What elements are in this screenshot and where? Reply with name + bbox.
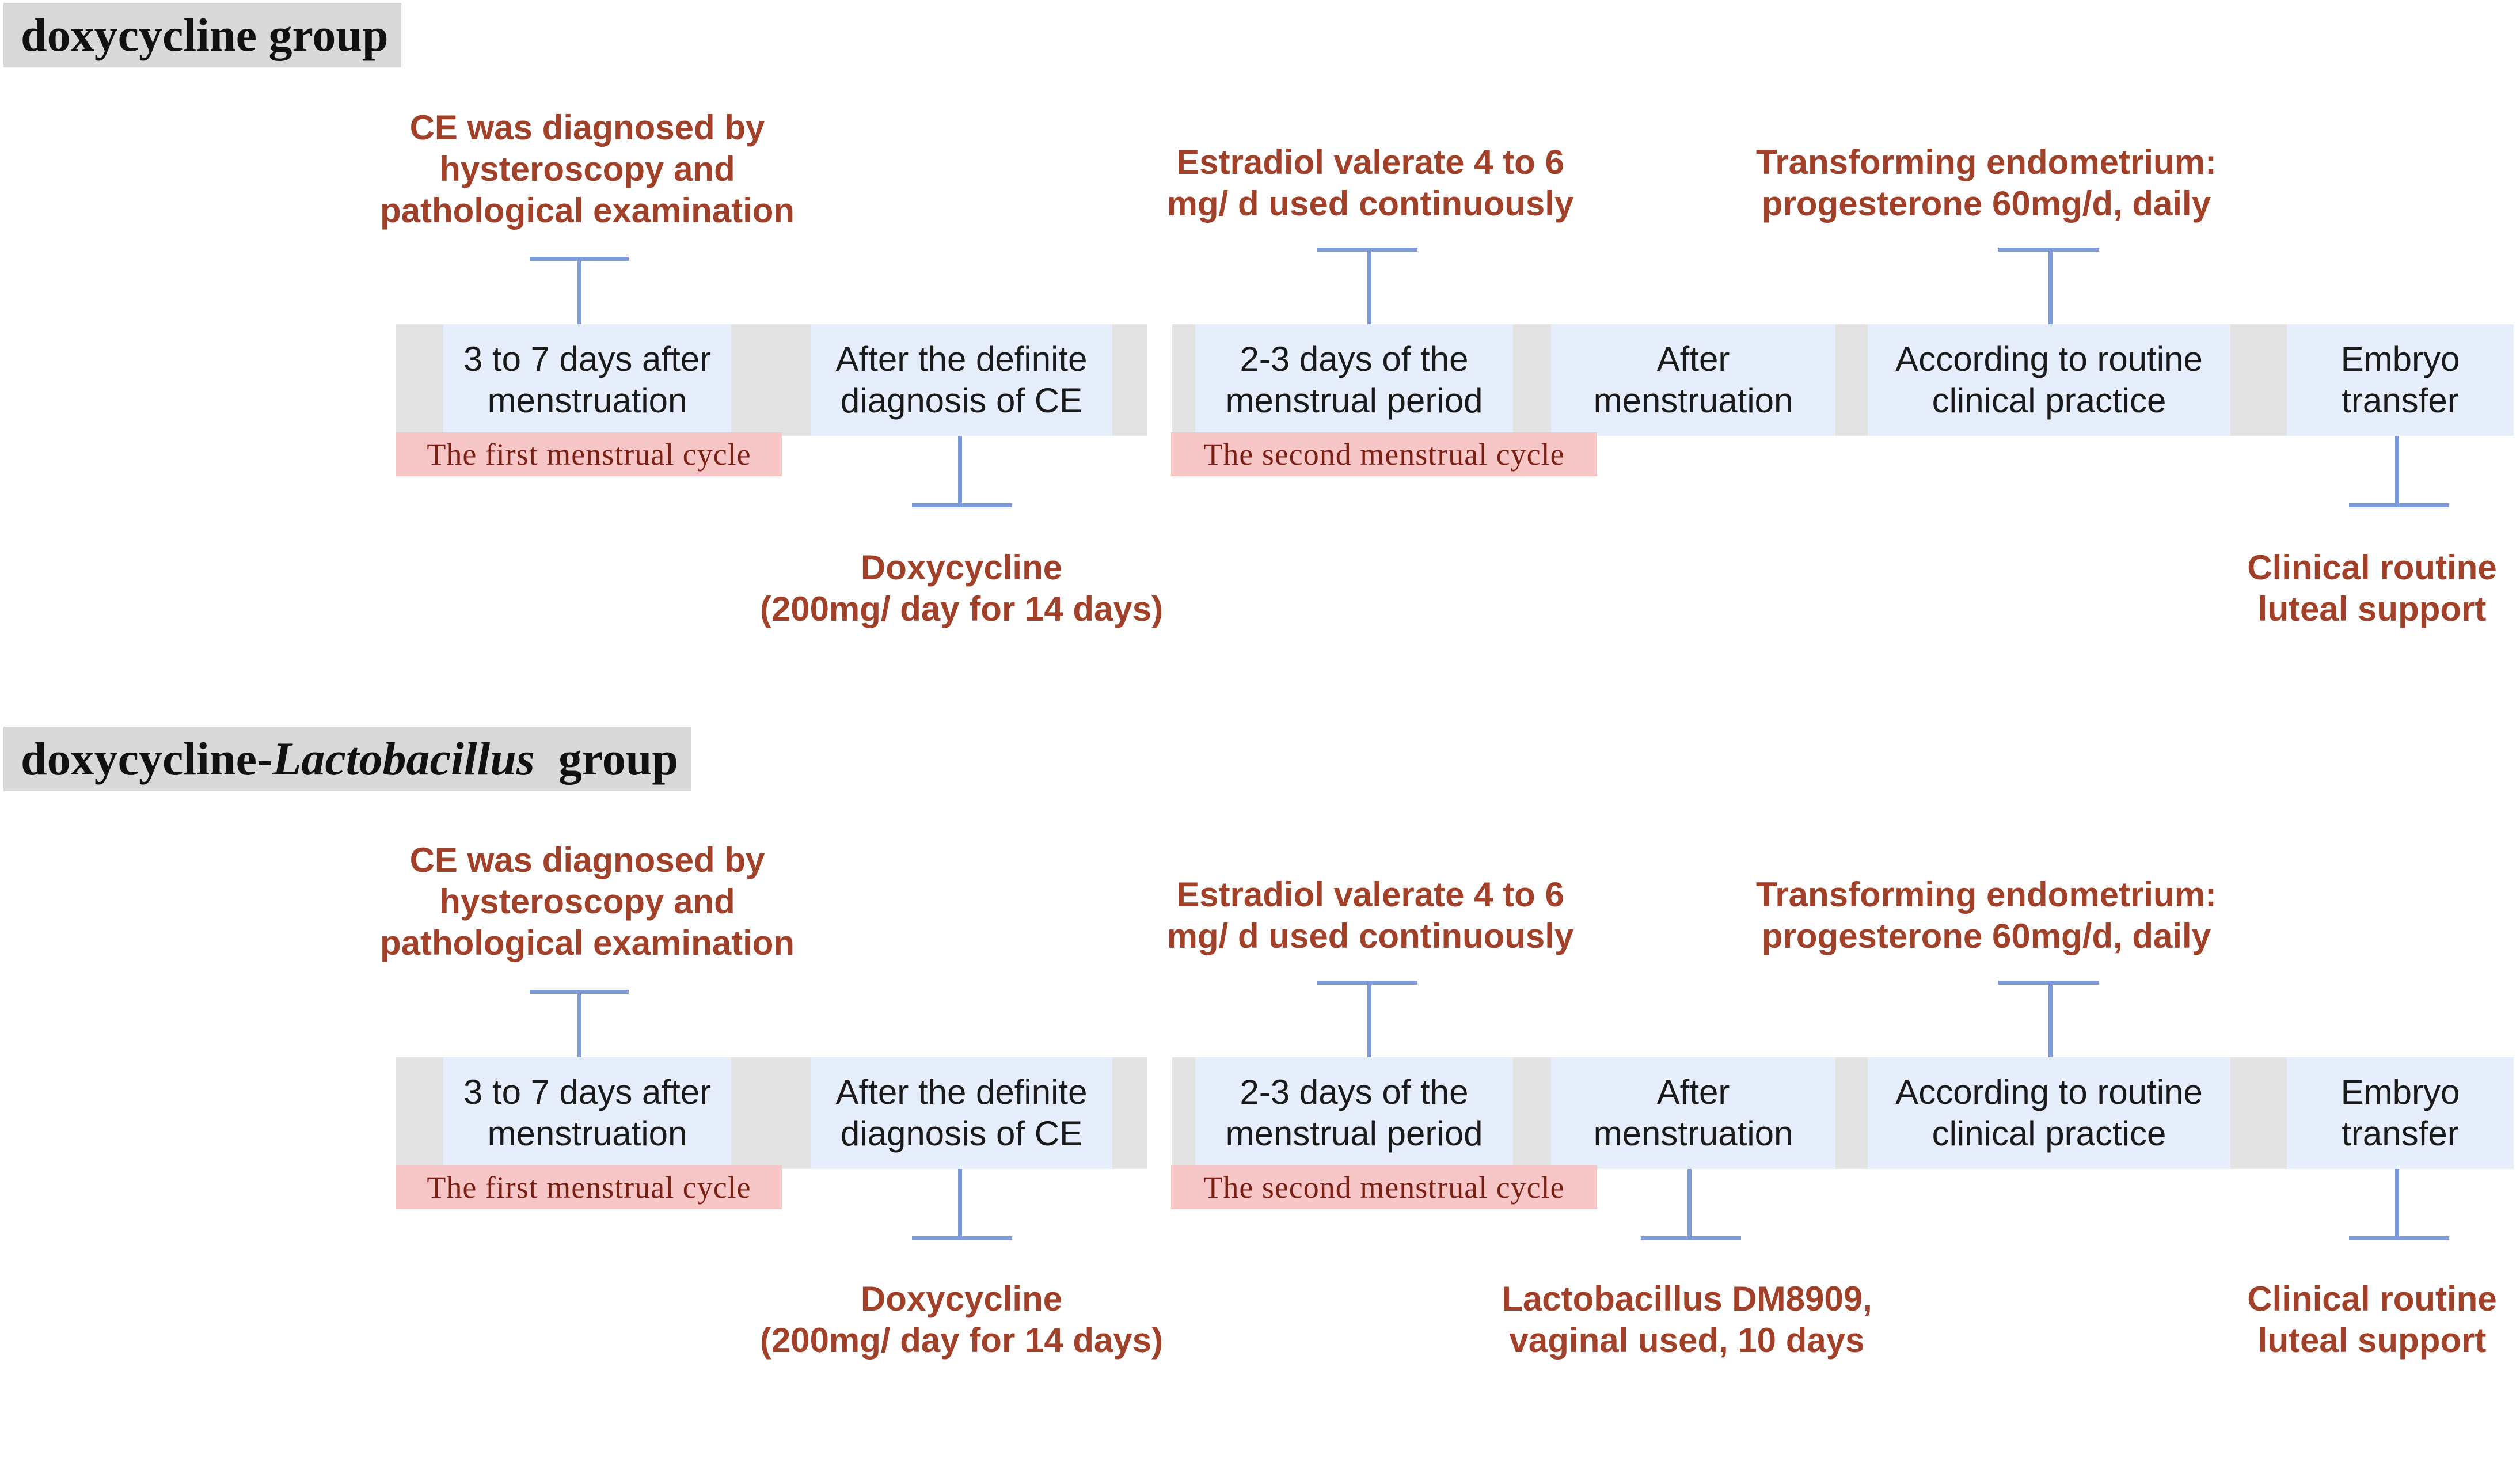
connector-stem xyxy=(1687,1169,1692,1240)
annotation-diagnosis: CE was diagnosed by hysteroscopy and pat… xyxy=(379,841,795,962)
annotation-diagnosis: CE was diagnosed by hysteroscopy and pat… xyxy=(379,108,795,230)
step-box-2-3-days: 2-3 days of the menstrual period xyxy=(1195,324,1513,436)
connector-bar xyxy=(2349,1236,2449,1240)
step-box-routine-practice: According to routine clinical practice xyxy=(1868,324,2230,436)
panel-doxycycline: doxycycline group 3 to 7 days after mens… xyxy=(3,3,2514,628)
panel-title-italic: Lactobacillus xyxy=(272,732,535,785)
connector-stem xyxy=(2395,436,2399,507)
connector-bar xyxy=(912,1236,1012,1240)
step-box-2-3-days: 2-3 days of the menstrual period xyxy=(1195,1057,1513,1169)
annotation-lactobacillus: Lactobacillus DM8909, vaginal used, 10 d… xyxy=(1502,1279,1872,1360)
step-box-3-to-7-days: 3 to 7 days after menstruation xyxy=(443,1057,731,1169)
connector-stem xyxy=(1367,248,1371,324)
annotation-luteal-support: Clinical routine luteal support xyxy=(2247,548,2497,628)
panel-title: doxycycline-Lactobacillus group xyxy=(3,727,691,791)
step-box-3-to-7-days: 3 to 7 days after menstruation xyxy=(443,324,731,436)
connector-bar xyxy=(1641,1236,1741,1240)
panel-title-suffix: group xyxy=(558,732,678,785)
connector-stem xyxy=(2048,981,2053,1057)
connector-stem xyxy=(577,257,581,324)
cycle-label-first: The first menstrual cycle xyxy=(396,432,782,476)
connector-stem xyxy=(958,436,962,507)
step-box-after-menstruation: After menstruation xyxy=(1551,1057,1835,1169)
connector-stem xyxy=(2048,248,2053,324)
step-box-embryo-transfer: Embryo transfer xyxy=(2287,1057,2514,1169)
connector-stem xyxy=(958,1169,962,1240)
panel-title-prefix: doxycycline- xyxy=(21,732,273,785)
connector-stem xyxy=(1367,981,1371,1057)
annotation-progesterone: Transforming endometrium: progesterone 6… xyxy=(1755,875,2217,955)
step-box-after-diagnosis: After the definite diagnosis of CE xyxy=(811,1057,1112,1169)
annotation-progesterone: Transforming endometrium: progesterone 6… xyxy=(1755,143,2217,223)
connector-bar xyxy=(912,503,1012,507)
connector-stem xyxy=(577,990,581,1057)
connector-stem xyxy=(2395,1169,2399,1240)
step-box-routine-practice: According to routine clinical practice xyxy=(1868,1057,2230,1169)
panel-doxycycline-lactobacillus: doxycycline-Lactobacillus group 3 to 7 d… xyxy=(0,727,2520,1458)
annotation-doxycycline: Doxycycline (200mg/ day for 14 days) xyxy=(759,548,1164,628)
annotation-estradiol: Estradiol valerate 4 to 6 mg/ d used con… xyxy=(1166,875,1574,955)
connector-bar xyxy=(2349,503,2449,507)
annotation-doxycycline: Doxycycline (200mg/ day for 14 days) xyxy=(759,1279,1164,1360)
annotation-estradiol: Estradiol valerate 4 to 6 mg/ d used con… xyxy=(1166,143,1574,223)
step-box-after-menstruation: After menstruation xyxy=(1551,324,1835,436)
step-box-after-diagnosis: After the definite diagnosis of CE xyxy=(811,324,1112,436)
step-box-embryo-transfer: Embryo transfer xyxy=(2287,324,2514,436)
panel-title: doxycycline group xyxy=(3,3,401,67)
cycle-label-second: The second menstrual cycle xyxy=(1171,432,1597,476)
cycle-label-first: The first menstrual cycle xyxy=(396,1165,782,1209)
annotation-luteal-support: Clinical routine luteal support xyxy=(2247,1279,2497,1360)
cycle-label-second: The second menstrual cycle xyxy=(1171,1165,1597,1209)
